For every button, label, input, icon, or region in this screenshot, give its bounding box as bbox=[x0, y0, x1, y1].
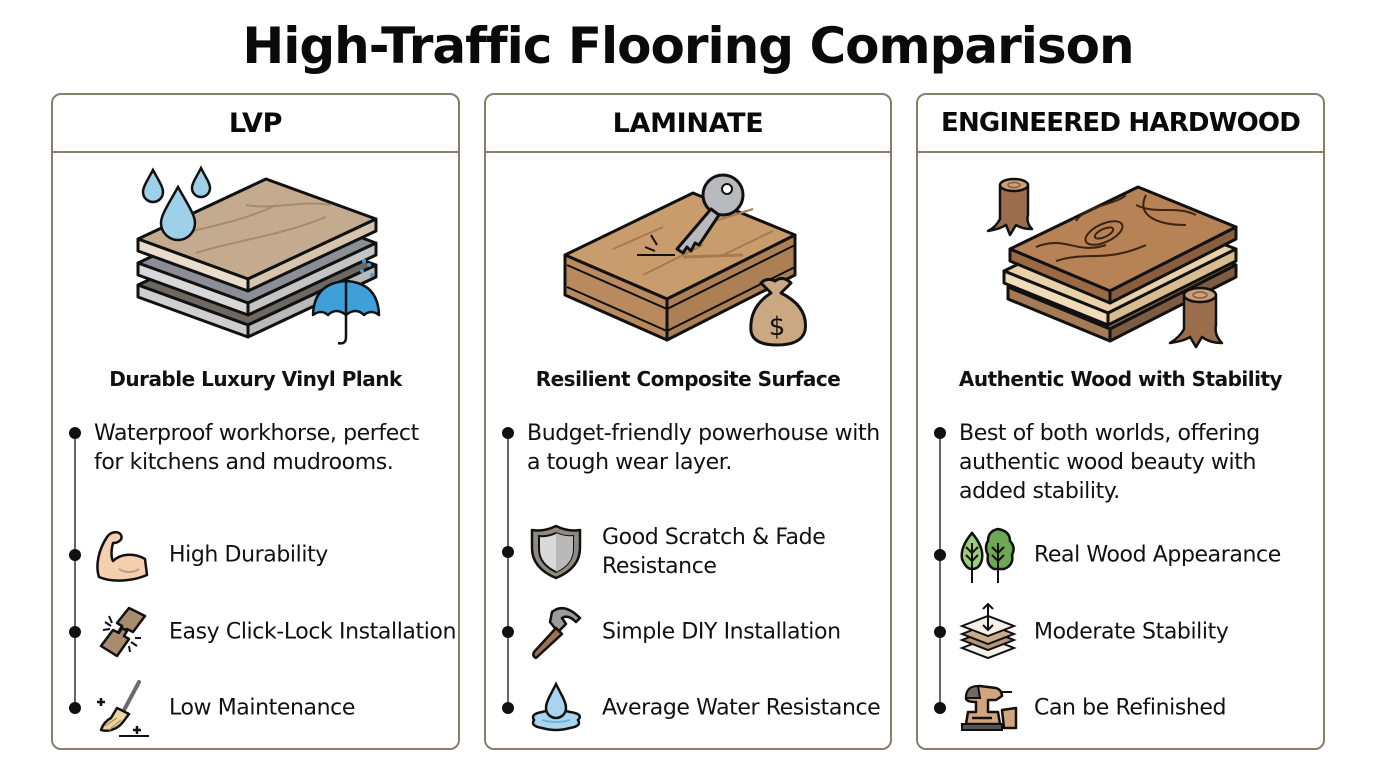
feature-label: High Durability bbox=[169, 542, 328, 568]
feature-label: Easy Click-Lock Installation bbox=[169, 619, 457, 645]
feature-label: Average Water Resistance bbox=[602, 695, 881, 721]
bullet-dot bbox=[502, 626, 514, 638]
card-title: LVP bbox=[228, 107, 283, 139]
feature-label: Good Scratch & Fade Resistance bbox=[602, 525, 826, 579]
card-subtitle: Authentic Wood with Stability bbox=[958, 367, 1283, 391]
orbital-sander-icon bbox=[961, 684, 1018, 731]
page-title: High-Traffic Flooring Comparison bbox=[242, 17, 1134, 75]
water-drop-puddle-icon bbox=[531, 681, 581, 732]
laminate-board-icon: $ bbox=[486, 165, 890, 355]
bullet-dot bbox=[934, 702, 946, 714]
card-engineered-hardwood: ENGINEERED HARDWOOD Aut bbox=[916, 93, 1325, 750]
card-header: LVP bbox=[53, 95, 458, 153]
card-subtitle: Resilient Composite Surface bbox=[535, 367, 841, 391]
feature-item: Can be Refinished bbox=[958, 678, 1318, 738]
bullet-dot bbox=[502, 702, 514, 714]
bullet-dot bbox=[502, 546, 514, 558]
card-header: ENGINEERED HARDWOOD bbox=[918, 95, 1323, 153]
bullet-dot bbox=[69, 427, 81, 439]
feature-item: Good Scratch & Fade Resistance bbox=[526, 522, 886, 582]
stacked-wood-planks-icon bbox=[918, 165, 1323, 355]
bullet-dot bbox=[69, 549, 81, 561]
card-subtitle: Durable Luxury Vinyl Plank bbox=[109, 367, 402, 391]
feature-label: Can be Refinished bbox=[1034, 695, 1227, 721]
feature-item: Average Water Resistance bbox=[526, 678, 886, 738]
feature-item: Simple DIY Installation bbox=[526, 602, 886, 662]
feature-label: Real Wood Appearance bbox=[1034, 542, 1281, 568]
trees-icon bbox=[960, 527, 1015, 583]
svg-text:$: $ bbox=[769, 312, 786, 342]
timeline-line bbox=[507, 432, 509, 706]
bullet-dot bbox=[69, 702, 81, 714]
flexed-bicep-icon bbox=[96, 531, 149, 582]
layered-stability-icon bbox=[959, 602, 1017, 660]
card-lvp: LVP Durable Luxury Viny bbox=[51, 93, 460, 750]
feature-item: Low Maintenance bbox=[93, 678, 453, 738]
card-laminate: LAMINATE $ Resilient Composite Surface B… bbox=[484, 93, 892, 750]
card-description: Waterproof workhorse, perfect for kitche… bbox=[94, 421, 419, 475]
vinyl-plank-layers-icon bbox=[53, 165, 458, 355]
feature-item: High Durability bbox=[93, 525, 453, 585]
card-description: Budget-friendly powerhouse with a tough … bbox=[527, 421, 880, 475]
bullet-dot bbox=[69, 626, 81, 638]
bullet-dot bbox=[934, 549, 946, 561]
bullet-dot bbox=[934, 427, 946, 439]
timeline-line bbox=[939, 432, 941, 708]
card-description: Best of both worlds, offering authentic … bbox=[959, 421, 1260, 504]
card-header: LAMINATE bbox=[486, 95, 890, 153]
broom-sparkle-icon bbox=[97, 680, 149, 737]
bullet-dot bbox=[502, 427, 514, 439]
feature-item: Easy Click-Lock Installation bbox=[93, 602, 456, 662]
bullet-dot bbox=[934, 626, 946, 638]
feature-label: Simple DIY Installation bbox=[602, 619, 841, 645]
shield-icon bbox=[530, 524, 582, 580]
feature-label: Moderate Stability bbox=[1034, 619, 1229, 645]
hammer-icon bbox=[532, 606, 582, 660]
timeline-line bbox=[74, 432, 76, 708]
card-title: LAMINATE bbox=[612, 107, 764, 139]
feature-item: Real Wood Appearance bbox=[958, 525, 1318, 585]
click-lock-joint-icon bbox=[99, 606, 147, 658]
feature-item: Moderate Stability bbox=[958, 602, 1318, 662]
card-title: ENGINEERED HARDWOOD bbox=[941, 108, 1301, 138]
feature-label: Low Maintenance bbox=[169, 695, 355, 721]
